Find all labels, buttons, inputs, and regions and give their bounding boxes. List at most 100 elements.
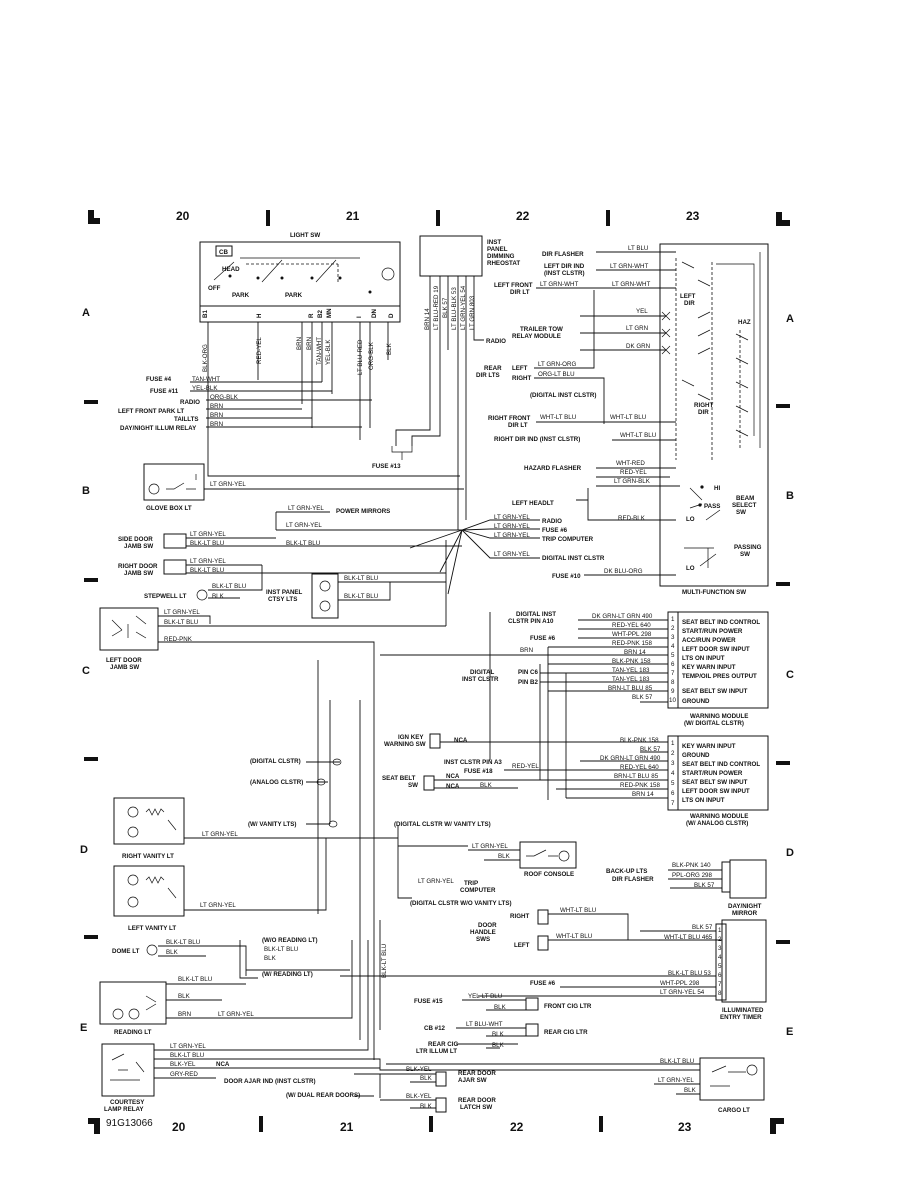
corner-mark-bottom-left <box>88 1118 100 1134</box>
bus-label-3: TRIP COMPUTER <box>542 536 594 543</box>
wire-blk-org: BLK-ORG <box>202 344 209 372</box>
tick-right-4 <box>776 940 790 944</box>
wa-pin-7-n: 7 <box>671 800 675 807</box>
door-ajar-note: DOOR AJAR IND (INST CLSTR) <box>224 1078 316 1085</box>
wd-brn: BRN <box>520 647 533 654</box>
right-vanity-bulb-1 <box>127 806 139 818</box>
rear-right-wire: ORG-LT BLU <box>538 371 575 378</box>
headlt-wires <box>576 488 676 521</box>
handle-wire-1: WHT-LT BLU <box>560 907 596 914</box>
fuse-11-label: FUSE #11 <box>150 388 179 395</box>
light-switch-connector <box>199 305 401 323</box>
row-label-right-b: B <box>786 490 794 502</box>
left-front-dir-wire-a: LT GRN-WHT <box>540 281 578 288</box>
beam-select-label-1: BEAM <box>736 495 754 502</box>
timer-pin-5-n: 5 <box>718 963 722 970</box>
circuit-breaker-box <box>215 245 233 257</box>
wire-brn-1: BRN <box>296 337 303 350</box>
rear-cig-label: REAR CIG LTR <box>544 1029 588 1036</box>
wd-pin-1-wire: DK GRN-LT GRN 490 <box>592 613 653 620</box>
middle-note-wires <box>306 660 468 914</box>
stepwell-wires <box>208 565 263 599</box>
wd-pin-3-n: 3 <box>671 634 675 641</box>
wd-pin-box <box>667 611 679 709</box>
ctsy-label-2: CTSY LTS <box>268 596 297 603</box>
trailer-wire-yel: YEL <box>636 308 648 315</box>
right-dir-wires <box>536 421 680 487</box>
right-dir-label-2: DIR <box>698 409 709 416</box>
pin-h: H <box>256 313 263 318</box>
warning-digital-title-2: (W/ DIGITAL CLSTR) <box>684 720 744 727</box>
digital-pin-a10-1: DIGITAL INST <box>516 611 556 618</box>
rheostat-wire-2: LT BLU-RED 19 <box>433 285 440 330</box>
stepwell-bulb <box>196 589 208 601</box>
roof-console-box <box>519 841 577 869</box>
wa-pin-5-wire: BRN-LT BLU 85 <box>614 773 659 780</box>
left-vanity-wire-line <box>184 838 327 911</box>
row-label-right-c: C <box>786 669 794 681</box>
left-dir-label-1: LEFT <box>680 293 696 300</box>
wa-pin-box <box>667 735 679 811</box>
dir-flasher-wire: LT BLU <box>628 245 648 252</box>
warning-digital-title-1: WARNING MODULE <box>690 713 748 720</box>
column-label-top-20: 20 <box>176 209 190 223</box>
timer-pin-4-n: 4 <box>718 954 722 961</box>
stepwell-wire-2: BLK <box>212 593 225 600</box>
roof-wire-1: LT GRN-YEL <box>472 843 508 850</box>
wa-pin-7-label: LTS ON INPUT <box>682 797 725 804</box>
ctsy-label-1: INST PANEL <box>266 589 303 596</box>
haz-label: HAZ <box>738 319 751 326</box>
timer-label-2: ENTRY TIMER <box>720 1014 762 1021</box>
wire-tan-wht: TAN-WHT <box>316 337 323 365</box>
wa-pin-1-label: KEY WARN INPUT <box>682 743 736 750</box>
fuse-4-wire: TAN-WHT <box>192 376 220 383</box>
right-door-switch <box>163 559 187 575</box>
figure-id: 91G13066 <box>106 1118 153 1129</box>
ctsy-bulb-2 <box>319 600 331 612</box>
row-label-right-e: E <box>786 1026 793 1038</box>
seat-belt-nca-2: NCA <box>446 783 460 790</box>
side-door-wire-long: BLK-LT BLU <box>286 540 320 547</box>
wd-pin-6-label: KEY WARN INPUT <box>682 664 736 671</box>
daynight-wire: BRN <box>210 421 223 428</box>
rheostat-title-3: DIMMING <box>487 253 515 260</box>
tick-right-3 <box>776 761 790 765</box>
vertical-blk-blu: BLK-LT BLU <box>381 944 388 978</box>
left-door-label-1: LEFT DOOR <box>106 657 142 664</box>
left-door-wire-1: LT GRN-YEL <box>164 609 200 616</box>
radio-feed-wire: ORG-BLK <box>210 394 239 401</box>
wd-pin-7-n: 7 <box>671 670 675 677</box>
note-digital-w-vanity: (DIGITAL CLSTR W/ VANITY LTS) <box>394 821 491 828</box>
lf-park-label: LEFT FRONT PARK LT <box>118 408 184 415</box>
row-label-left-c: C <box>82 665 90 677</box>
pin-d: D <box>388 313 395 318</box>
timer-pin-2-n: 2 <box>718 936 722 943</box>
rheostat-title-1: INST <box>487 239 501 246</box>
wd-pin-9-n: 9 <box>671 688 675 695</box>
reading-wire-4: LT GRN-YEL <box>218 1011 254 1018</box>
trailer-wires <box>580 315 666 351</box>
pin-b1: B1 <box>202 310 209 318</box>
wd-pin-2-n: 2 <box>671 625 675 632</box>
rear-latch-switch <box>435 1097 447 1113</box>
ign-key-label-1: IGN KEY <box>398 734 424 741</box>
dual-rear-note: (W/ DUAL REAR DOORS) <box>286 1092 360 1099</box>
roof-console-bulb <box>558 850 570 862</box>
door-handle-label-3: SWS <box>476 936 490 943</box>
taillts-wire: BRN <box>210 412 223 419</box>
row-label-left-a: A <box>82 307 90 319</box>
wd-pin-5-label: LTS ON INPUT <box>682 655 725 662</box>
right-vanity-bulb-2 <box>127 826 139 838</box>
roof-console-switch <box>526 849 558 857</box>
stepwell-wire-1: BLK-LT BLU <box>212 583 246 590</box>
stepwell-label: STEPWELL LT <box>144 593 187 600</box>
reading-wire-r2: BLK <box>264 955 277 962</box>
wd-pin-8-n: 8 <box>671 679 675 686</box>
beam-terminal-pass <box>698 503 702 507</box>
passing-sw-label-1: PASSING <box>734 544 762 551</box>
rear-ajar-label-1: REAR DOOR <box>458 1070 496 1077</box>
lower-left: RIGHT VANITY LT LT GRN-YEL LEFT VANITY L… <box>99 700 700 1113</box>
trip-computer-1: TRIP <box>464 880 478 887</box>
trailer-tow-label-1: TRAILER TOW <box>520 326 563 333</box>
reading-wire-1: BLK-LT BLU <box>178 976 212 983</box>
